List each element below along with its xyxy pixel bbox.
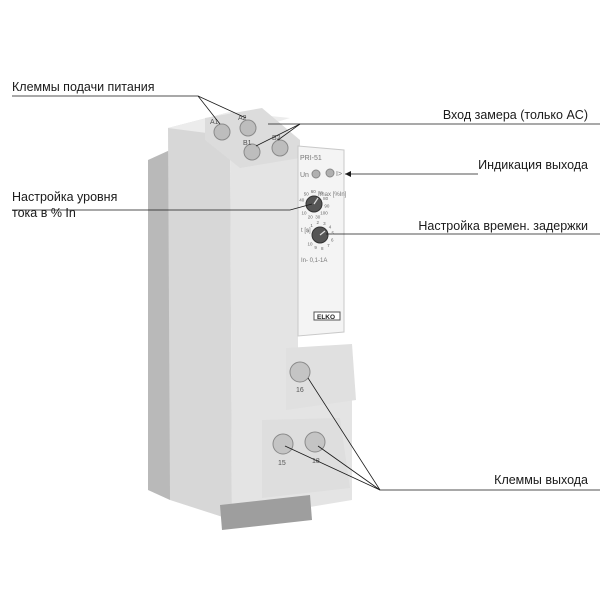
relay-side-face xyxy=(168,112,232,520)
leader-output-3 xyxy=(317,445,381,491)
terminal-label-18: 18 xyxy=(312,458,320,465)
screw-16 xyxy=(289,361,311,383)
terminal-label-a2: A2 xyxy=(238,115,247,122)
knob-delay-pointer xyxy=(319,230,326,236)
knob-delay-scale-tick: 9 xyxy=(314,245,317,250)
terminal-label-b2: B2 xyxy=(272,135,281,142)
knob-current-scale-tick: 40 xyxy=(299,198,305,203)
knob-delay-scale-tick: 7 xyxy=(327,243,330,248)
knob-current-scale-tick: 50 xyxy=(304,192,310,197)
knob-current-scale-tick: 30 xyxy=(315,215,321,220)
callout-measure-input: Вход замера (только AC) xyxy=(442,108,588,122)
callout-power-terminals: Клеммы подачи питания xyxy=(12,80,155,94)
knob-current-scale-tick: 90 xyxy=(324,204,330,209)
brand-logo: ELKO xyxy=(317,314,335,321)
callout-current-level-line1: Настройка уровня xyxy=(12,190,118,204)
terminal-label-16: 16 xyxy=(296,387,304,394)
knob-delay-scale-tick: 1 xyxy=(310,223,313,228)
relay-body xyxy=(230,112,352,520)
knob-current-label: Imax [%In] xyxy=(318,192,347,198)
led-un xyxy=(311,169,321,179)
knob-delay-scale-tick: 3 xyxy=(323,221,326,226)
leader-output-2 xyxy=(284,445,381,491)
leader-indication-arrow xyxy=(345,171,351,177)
callout-current-level-line2: тока в % In xyxy=(12,206,76,220)
screw-b1 xyxy=(243,143,261,161)
relay-base xyxy=(220,495,312,530)
knob-delay-scale-tick: 10 xyxy=(307,241,313,246)
model-label: PRI-51 xyxy=(300,155,322,162)
knob-current-scale-tick: 60 xyxy=(311,189,317,194)
leader-power xyxy=(12,95,221,125)
knob-current-scale-tick: 10 xyxy=(301,210,307,215)
knob-current-pointer xyxy=(313,197,319,205)
knob-current-scale-tick: 20 xyxy=(308,215,314,220)
brand-plate xyxy=(313,311,341,321)
bottom-terminal-block xyxy=(262,418,350,498)
lower-terminal-block xyxy=(286,344,356,410)
callout-output-indication: Индикация выхода xyxy=(478,158,588,172)
knob-delay-scale-tick: 0 xyxy=(307,229,310,234)
din-clip xyxy=(148,150,170,500)
knob-delay-scale-tick: 8 xyxy=(321,246,324,251)
knob-current-scale-tick: 80 xyxy=(323,196,329,201)
led-un-label: Un xyxy=(300,172,309,179)
leader-measure-2 xyxy=(277,123,301,141)
knob-current-scale-tick: 70 xyxy=(318,191,324,196)
leader-lines xyxy=(12,95,600,491)
callout-output-terminals: Клеммы выхода xyxy=(494,473,588,487)
screw-b2 xyxy=(271,139,289,157)
screw-a1 xyxy=(213,123,231,141)
leader-power-2 xyxy=(197,95,247,119)
led-out-label: I> xyxy=(336,171,342,178)
range-label: In- 0,1-1A xyxy=(301,258,327,264)
knob-delay-scale-tick: 6 xyxy=(331,237,334,242)
led-output xyxy=(325,168,335,178)
knob-delay-scale-tick: 4 xyxy=(329,225,332,230)
leader-current xyxy=(12,203,313,211)
screw-15 xyxy=(272,433,294,455)
knob-delay-scale-tick: 5 xyxy=(332,231,335,236)
terminal-label-15: 15 xyxy=(278,460,286,467)
callout-delay-setting: Настройка времен. задержки xyxy=(418,219,588,233)
knob-delay-scale-tick: 2 xyxy=(316,220,319,225)
knob-delay-label: t [s] xyxy=(301,228,311,234)
terminal-label-b1: B1 xyxy=(243,140,252,147)
screw-a2 xyxy=(239,119,257,137)
terminal-label-a1: A1 xyxy=(210,119,219,126)
leader-measure xyxy=(255,123,301,147)
knob-current-scale-tick: 100 xyxy=(320,210,328,215)
